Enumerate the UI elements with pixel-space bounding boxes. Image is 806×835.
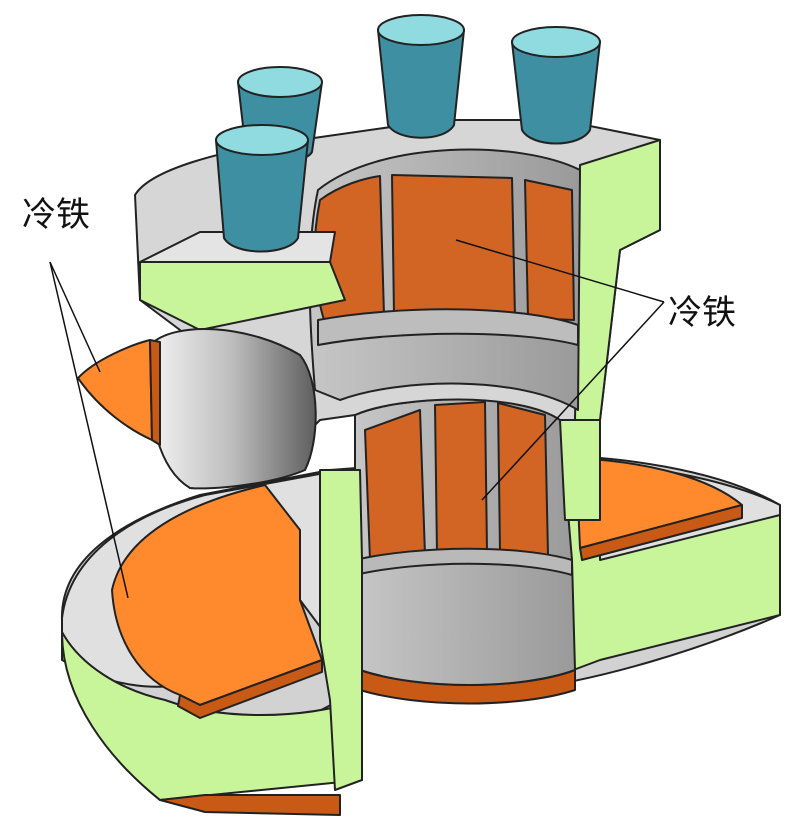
riser-3 bbox=[511, 26, 601, 145]
leader-lines bbox=[49, 239, 665, 599]
bore-cut-face bbox=[319, 469, 363, 791]
riser-4 bbox=[215, 124, 309, 253]
chill-upper-3 bbox=[524, 179, 575, 321]
riser-2 bbox=[377, 14, 465, 139]
leader-left-to-lower-chill bbox=[49, 261, 129, 599]
chill-upper-2 bbox=[391, 174, 516, 319]
chill-bore-lower-3 bbox=[497, 402, 549, 556]
leader-left-to-side-chill bbox=[49, 261, 101, 373]
lower-cut-face-right bbox=[559, 419, 601, 521]
chill-side-pipe bbox=[77, 339, 153, 441]
chill-bore-lower-1 bbox=[364, 409, 426, 561]
flange-cut-face-left bbox=[61, 631, 363, 801]
leader-right-to-lower-chill bbox=[481, 301, 665, 501]
chill-plate-lower-left bbox=[111, 484, 323, 706]
leader-right-to-upper-chill bbox=[455, 239, 665, 303]
side-pipe-opening bbox=[148, 328, 317, 490]
chill-label-right: 冷铁 bbox=[668, 293, 736, 333]
chill-label-left: 冷铁 bbox=[22, 195, 90, 235]
chill-bore-lower-2 bbox=[434, 401, 488, 555]
